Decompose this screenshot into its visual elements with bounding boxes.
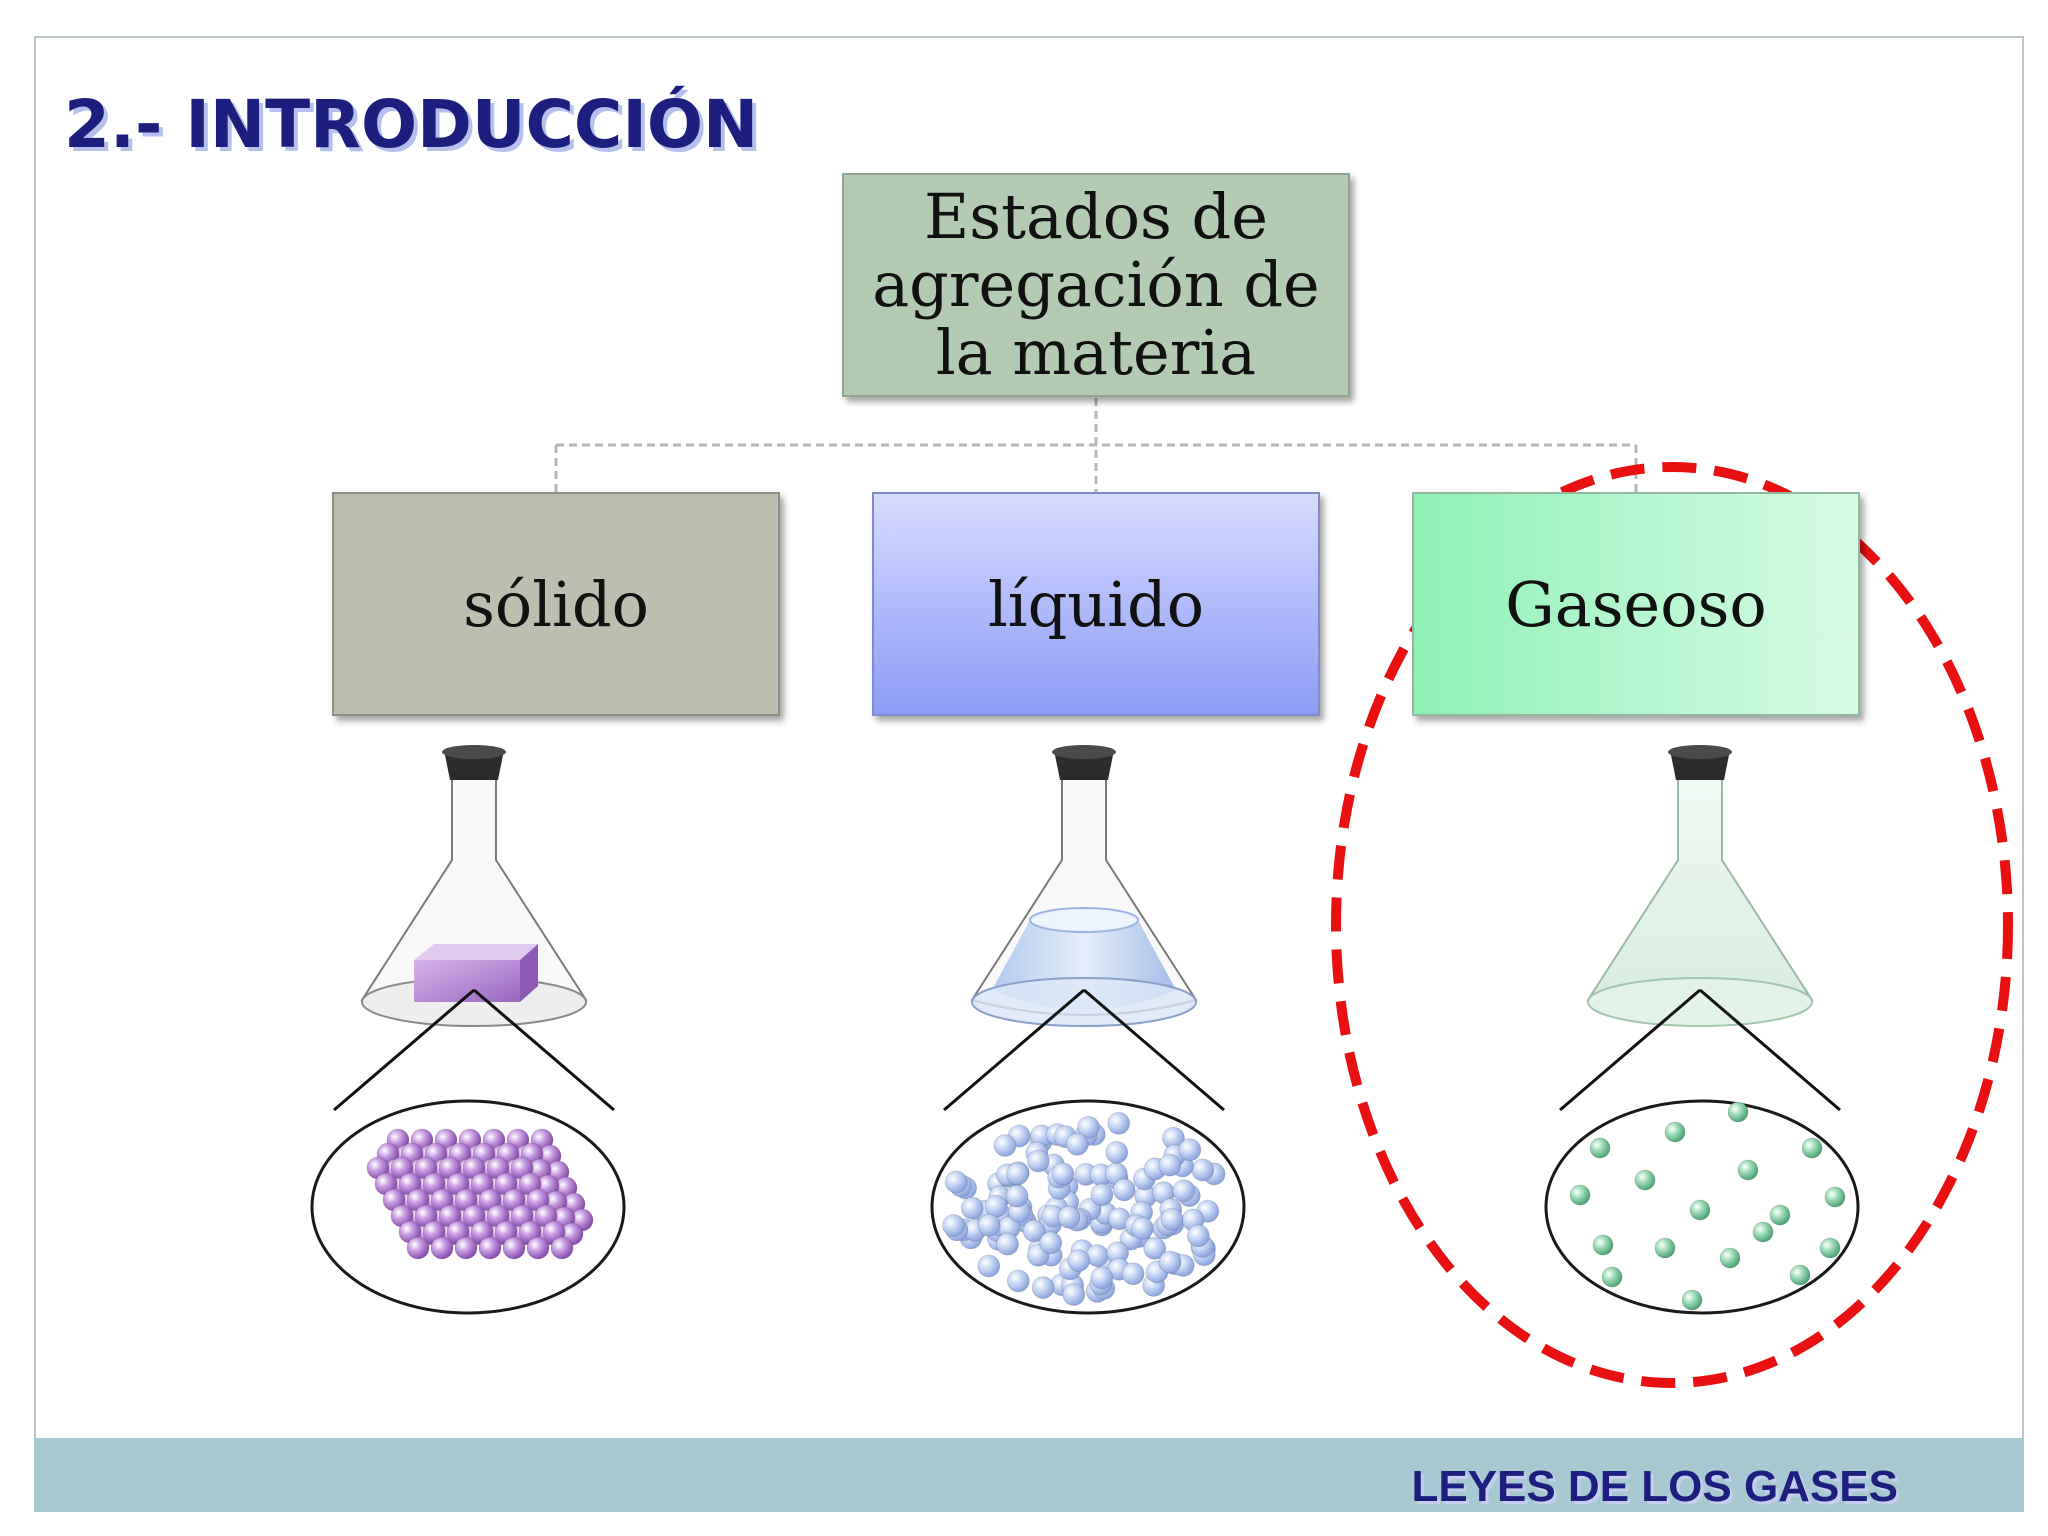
liquid-particle	[1090, 1266, 1114, 1290]
gas-particle	[1664, 1121, 1686, 1143]
gas-particle	[1654, 1237, 1676, 1259]
footer-title: LEYES DE LOS GASES	[1411, 1462, 1898, 1511]
gas-particle	[1737, 1159, 1759, 1181]
slide-title: 2.- INTRODUCCIÓN	[64, 86, 759, 163]
gas-particle	[1819, 1237, 1841, 1259]
liquid-particle	[1077, 1115, 1100, 1139]
liquid-particle	[1090, 1183, 1114, 1207]
liquid-particle	[977, 1213, 1001, 1237]
liquid-flask	[970, 745, 1198, 1027]
liquid-particle	[1062, 1283, 1086, 1306]
liquid-particles	[942, 1111, 1226, 1306]
solid-cube	[414, 960, 520, 1002]
liquid-particle	[1158, 1250, 1182, 1274]
root-node-label: Estados de agregación de la materia	[872, 179, 1320, 390]
liquid-particle	[1160, 1207, 1184, 1231]
gas-particle	[1634, 1169, 1656, 1191]
liquid-particle	[993, 1134, 1017, 1157]
liquid-particle	[1065, 1132, 1089, 1156]
liquid-particle	[1022, 1219, 1046, 1243]
solid-particle	[526, 1236, 550, 1260]
gas-particle	[1769, 1204, 1791, 1226]
liquid-particle	[1158, 1153, 1182, 1177]
solid-particle	[550, 1236, 574, 1260]
liquid-particle	[1172, 1179, 1196, 1203]
liquid-particle	[944, 1170, 968, 1194]
footer-bar	[34, 1438, 2024, 1512]
root-node-box: Estados de agregación de la materia	[842, 173, 1350, 397]
liquid-particle	[1107, 1111, 1131, 1135]
connector-lines	[554, 398, 1638, 492]
gas-particle	[1589, 1137, 1611, 1159]
liquid-particle	[1026, 1149, 1050, 1173]
gas-particle	[1569, 1184, 1591, 1206]
gas-particle	[1719, 1247, 1741, 1269]
gas-particle	[1752, 1221, 1774, 1243]
solid-particle	[406, 1236, 430, 1260]
gas-state-box: Gaseoso	[1412, 492, 1860, 716]
gas-particle	[1681, 1289, 1703, 1311]
liquid-particle	[1031, 1276, 1055, 1300]
liquid-particle	[1005, 1184, 1029, 1208]
gas-particle	[1727, 1101, 1749, 1123]
highlight-ellipse	[1331, 462, 2013, 1388]
liquid-particle	[1067, 1249, 1091, 1273]
liquid-particle	[1143, 1236, 1167, 1260]
gas-flask	[1586, 745, 1814, 1027]
solid-particle	[430, 1236, 454, 1260]
liquid-particle	[1112, 1178, 1136, 1202]
gas-particle	[1601, 1266, 1623, 1288]
liquid-particle	[1105, 1140, 1129, 1164]
liquid-particle	[996, 1232, 1019, 1256]
solid-particle	[454, 1236, 478, 1260]
liquid-particle	[1186, 1224, 1210, 1248]
liquid-particle	[1006, 1269, 1030, 1293]
solid-particle	[478, 1236, 502, 1260]
gas-particle	[1824, 1186, 1846, 1208]
liquid-particle	[1006, 1162, 1029, 1186]
solid-flask	[360, 745, 588, 1027]
solid-particles	[366, 1128, 594, 1260]
liquid-particle	[1057, 1205, 1081, 1229]
gas-particle	[1689, 1199, 1711, 1221]
liquid-particle	[1130, 1216, 1154, 1240]
liquid-state-label: líquido	[987, 567, 1205, 641]
solid-state-label: sólido	[463, 567, 649, 641]
gas-particle	[1592, 1234, 1614, 1256]
solid-particle	[502, 1236, 526, 1260]
liquid-particle	[1051, 1162, 1075, 1186]
liquid-particle	[942, 1214, 966, 1237]
liquid-particle	[960, 1196, 984, 1220]
gas-particle	[1789, 1264, 1811, 1286]
gas-particles	[1569, 1101, 1846, 1311]
liquid-particle	[1191, 1158, 1215, 1182]
solid-state-box: sólido	[332, 492, 780, 716]
liquid-particle	[977, 1254, 1001, 1278]
liquid-state-box: líquido	[872, 492, 1320, 716]
gas-state-label: Gaseoso	[1505, 567, 1767, 641]
liquid-particle	[1039, 1231, 1063, 1255]
liquid-particle	[1121, 1262, 1145, 1286]
gas-particle	[1801, 1137, 1823, 1159]
liquid-particle	[1178, 1138, 1202, 1162]
